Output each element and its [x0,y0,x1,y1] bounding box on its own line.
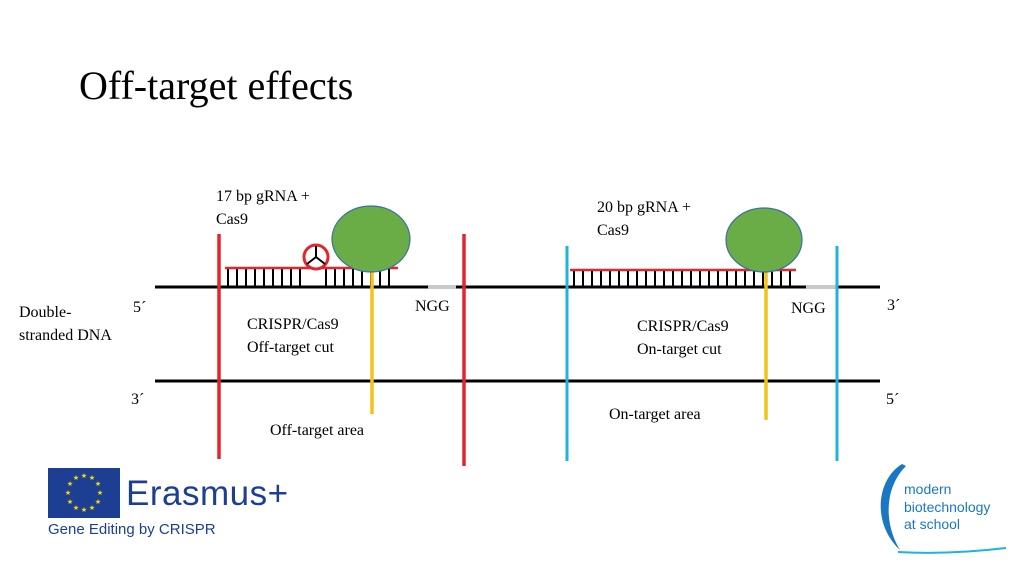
on-target-cut-label: CRISPR/Cas9 On-target cut [637,318,729,358]
erasmus-logo: ★ ★ ★ ★ ★ ★ ★ ★ ★ ★ ★ ★ Erasmus+ Gene Ed… [48,466,288,546]
strand-end-3-right: 3´ [887,297,901,314]
grna-left-label: 17 bp gRNA + Cas9 [216,188,310,228]
pam-label-left: NGG [415,298,450,315]
svg-text:★: ★ [81,506,87,514]
cas9-on-target [725,207,803,273]
svg-text:★: ★ [67,480,73,488]
off-target-cut-label: CRISPR/Cas9 Off-target cut [247,316,339,356]
svg-text:★: ★ [67,498,73,506]
mbs-logo-text: modern biotechnology at school [904,481,991,532]
on-target-area-label: On-target area [609,406,701,423]
pam-label-right: NGG [791,300,826,317]
grna-right-label: 20 bp gRNA + Cas9 [597,199,691,239]
slide-title: Off-target effects [79,63,354,108]
grna-right-teeth [573,271,791,286]
svg-text:★: ★ [97,489,103,497]
eu-flag-icon: ★ ★ ★ ★ ★ ★ ★ ★ ★ ★ ★ ★ [48,468,120,518]
svg-text:★: ★ [95,498,101,506]
mismatch-icon [302,243,330,271]
svg-text:★: ★ [89,474,95,482]
off-target-area-label: Off-target area [270,422,365,439]
strand-end-5-right: 5´ [886,391,900,408]
svg-text:★: ★ [81,472,87,480]
dna-label: Double- stranded DNA [19,304,112,344]
erasmus-wordmark: Erasmus+ [126,474,289,513]
strand-end-5-left: 5´ [133,299,147,316]
strand-end-3-left: 3´ [131,391,145,408]
erasmus-subtitle: Gene Editing by CRISPR [48,521,216,538]
mbs-logo-swoosh [880,464,1007,554]
svg-text:★: ★ [73,474,79,482]
svg-text:★: ★ [73,504,79,512]
cas9-off-target [331,205,411,273]
svg-text:★: ★ [95,480,101,488]
svg-text:★: ★ [65,489,71,497]
svg-text:★: ★ [89,504,95,512]
